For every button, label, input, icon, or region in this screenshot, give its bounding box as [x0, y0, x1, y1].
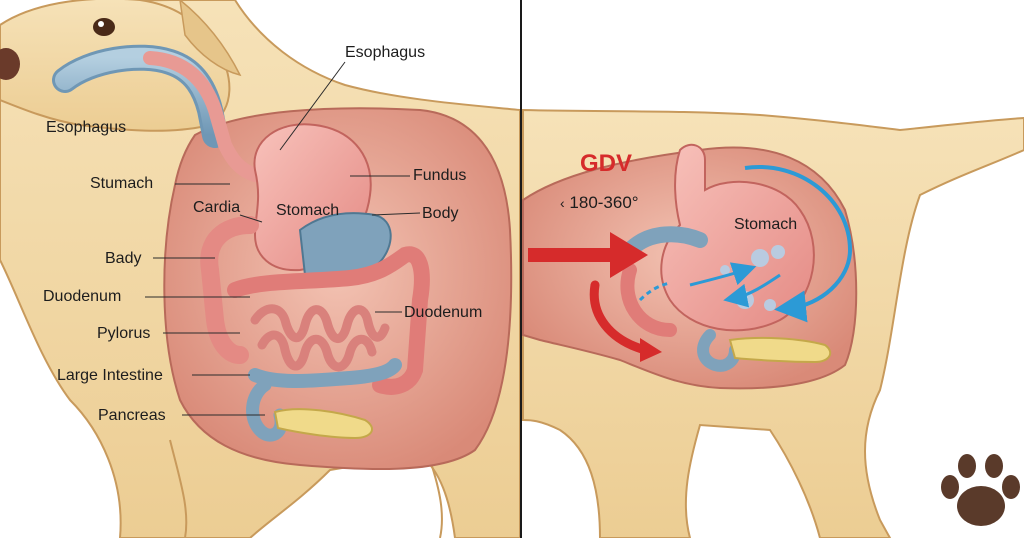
label-large-intestine: Large Intestine	[57, 367, 163, 384]
label-body-right: Body	[422, 205, 459, 222]
red-rotation-arrow-icon	[589, 280, 650, 355]
label-stomach-gdv: Stomach	[734, 216, 798, 233]
rotation-degree: ‹ 180-360°	[560, 193, 639, 212]
label-fundus: Fundus	[413, 167, 467, 184]
pancreas-gdv	[728, 336, 832, 364]
rotation-degree-value: 180-360°	[569, 193, 639, 212]
label-pylorus: Pylorus	[97, 325, 151, 342]
esophagus-left	[52, 44, 262, 182]
label-duodenum-right: Duodenum	[404, 304, 483, 321]
label-cardia: Cardia	[193, 199, 241, 216]
pancreas-left	[273, 408, 374, 440]
paw-icon	[941, 454, 1020, 526]
label-pancreas: Pancreas	[98, 407, 166, 424]
intestines-left	[227, 246, 430, 442]
label-esophagus-top: Esophagus	[345, 44, 426, 61]
leader-lines-left	[145, 61, 421, 416]
label-stomach: Stomach	[276, 202, 340, 219]
blue-rotation-arrow-icon	[638, 165, 853, 323]
gdv-title: GDV	[580, 150, 633, 177]
label-duodenum-left: Duodenum	[43, 288, 122, 305]
stomach-left	[200, 123, 392, 364]
label-body-left: Bady	[105, 250, 142, 267]
label-esophagus-left: Esophagus	[46, 119, 127, 136]
red-arrow-icon	[528, 232, 648, 278]
label-stumach: Stumach	[90, 175, 154, 192]
